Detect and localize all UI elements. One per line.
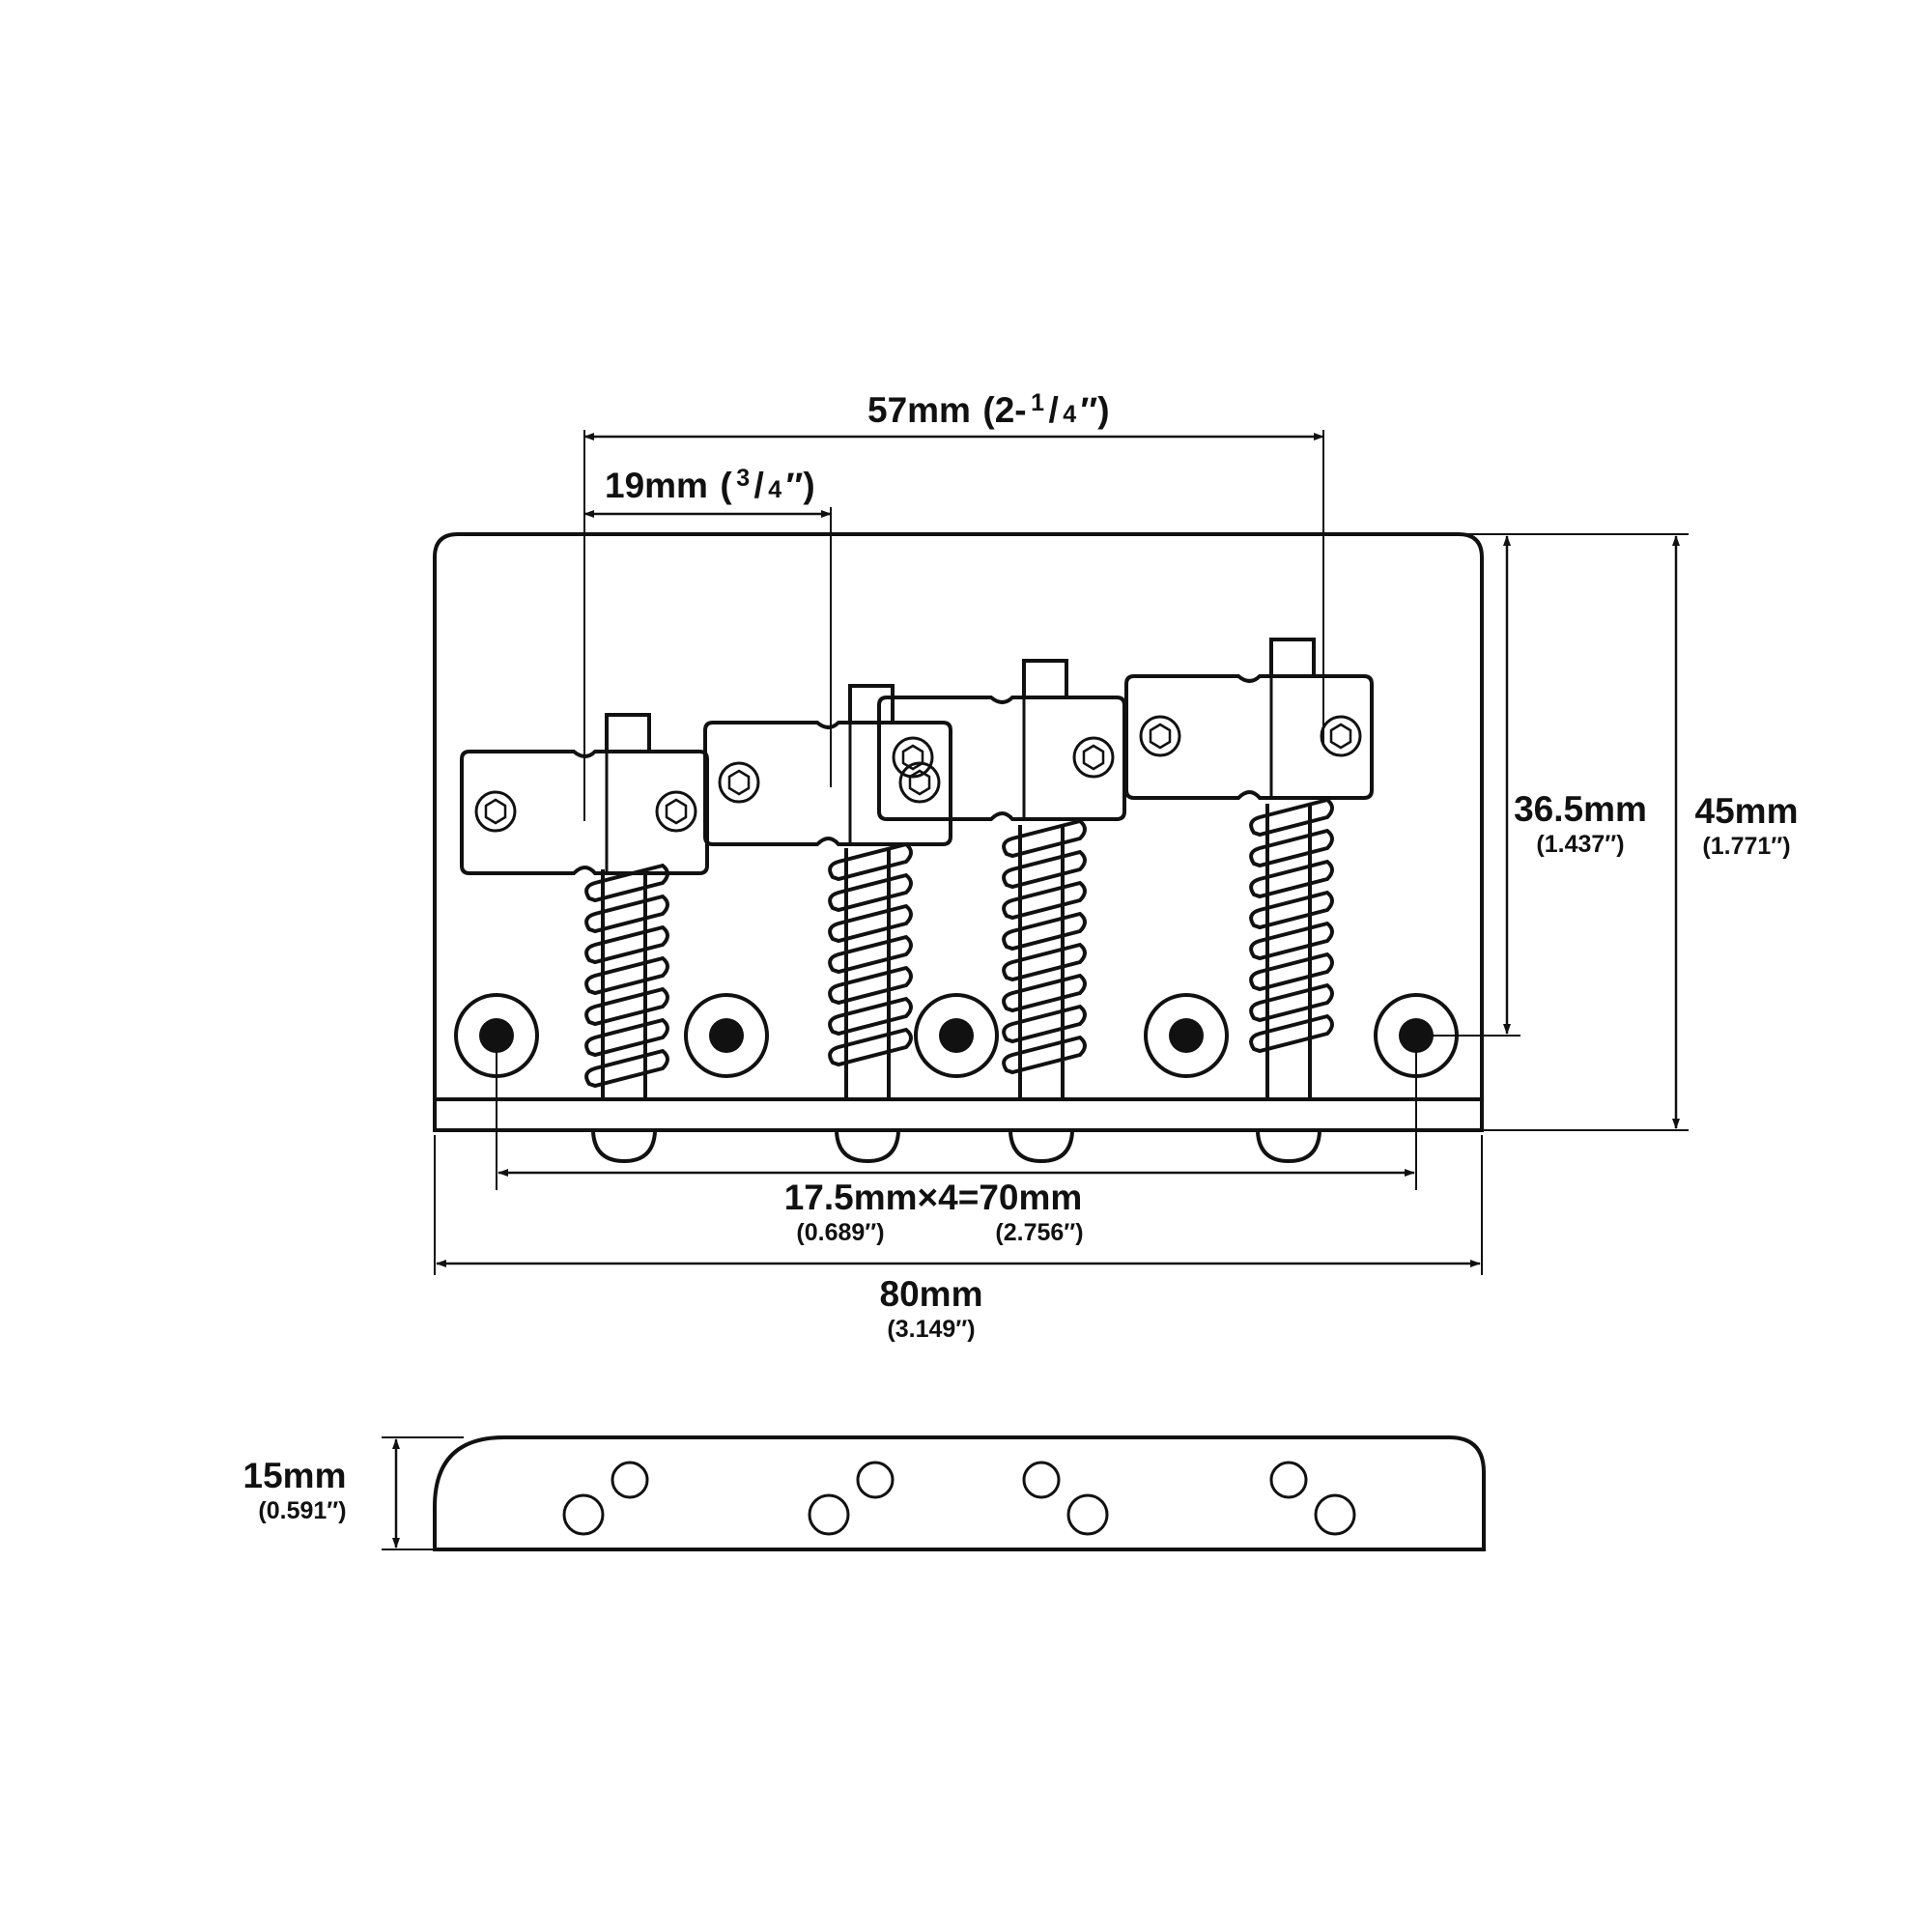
saddle-1 [460,713,709,875]
label-side-height-inch: (0.591″) [258,1497,346,1524]
saddle-screw-ends [591,1131,1321,1164]
mounting-hole [1144,993,1229,1078]
dimension-lines [382,430,1689,1550]
label-plate-height-inch: (1.771″) [1702,833,1790,860]
label-string-spacing: 17.5mm×4=70mm [784,1178,1083,1217]
side-hole [562,1493,605,1536]
screw-head-phillips-icon [1022,1461,1061,1499]
spring [1249,797,1334,1099]
mounting-hole [914,993,999,1078]
saddle-4 [1124,638,1374,800]
label-saddle-height: 36.5mm [1514,789,1647,829]
baseplate-side-view [433,1435,1486,1551]
saddle-2 [703,684,952,846]
saddles [460,638,1374,875]
label-side-height: 15mm [243,1456,347,1495]
side-hole [1314,1493,1356,1536]
side-hole [808,1493,850,1536]
label-saddle-width: 19mm ( 3 / 4 ″) [605,465,815,505]
spring [584,863,669,1099]
mounting-hole [684,993,769,1078]
intonation-springs [584,797,1334,1099]
label-plate-height: 45mm [1695,791,1799,831]
spring [828,841,913,1099]
side-hole [1066,1493,1109,1536]
spring [1002,818,1087,1099]
screw-head-phillips-icon [856,1461,895,1499]
screw-head-phillips-icon [1269,1461,1308,1499]
label-plate-width-inch: (3.149″) [887,1316,975,1343]
label-saddle-span: 57mm (2- 1 / 4 ″) [867,389,1110,430]
label-saddle-height-inch: (1.437″) [1536,831,1624,858]
label-string-spacing-inch-b: (2.756″) [995,1219,1083,1246]
label-plate-width: 80mm [880,1274,983,1314]
screw-head-phillips-icon [611,1461,649,1499]
dimension-labels: 57mm (2- 1 / 4 ″) 19mm ( 3 / 4 ″) 36.5mm… [243,389,1799,1524]
saddle-3 [877,659,1126,821]
label-string-spacing-inch-a: (0.689″) [796,1219,884,1246]
